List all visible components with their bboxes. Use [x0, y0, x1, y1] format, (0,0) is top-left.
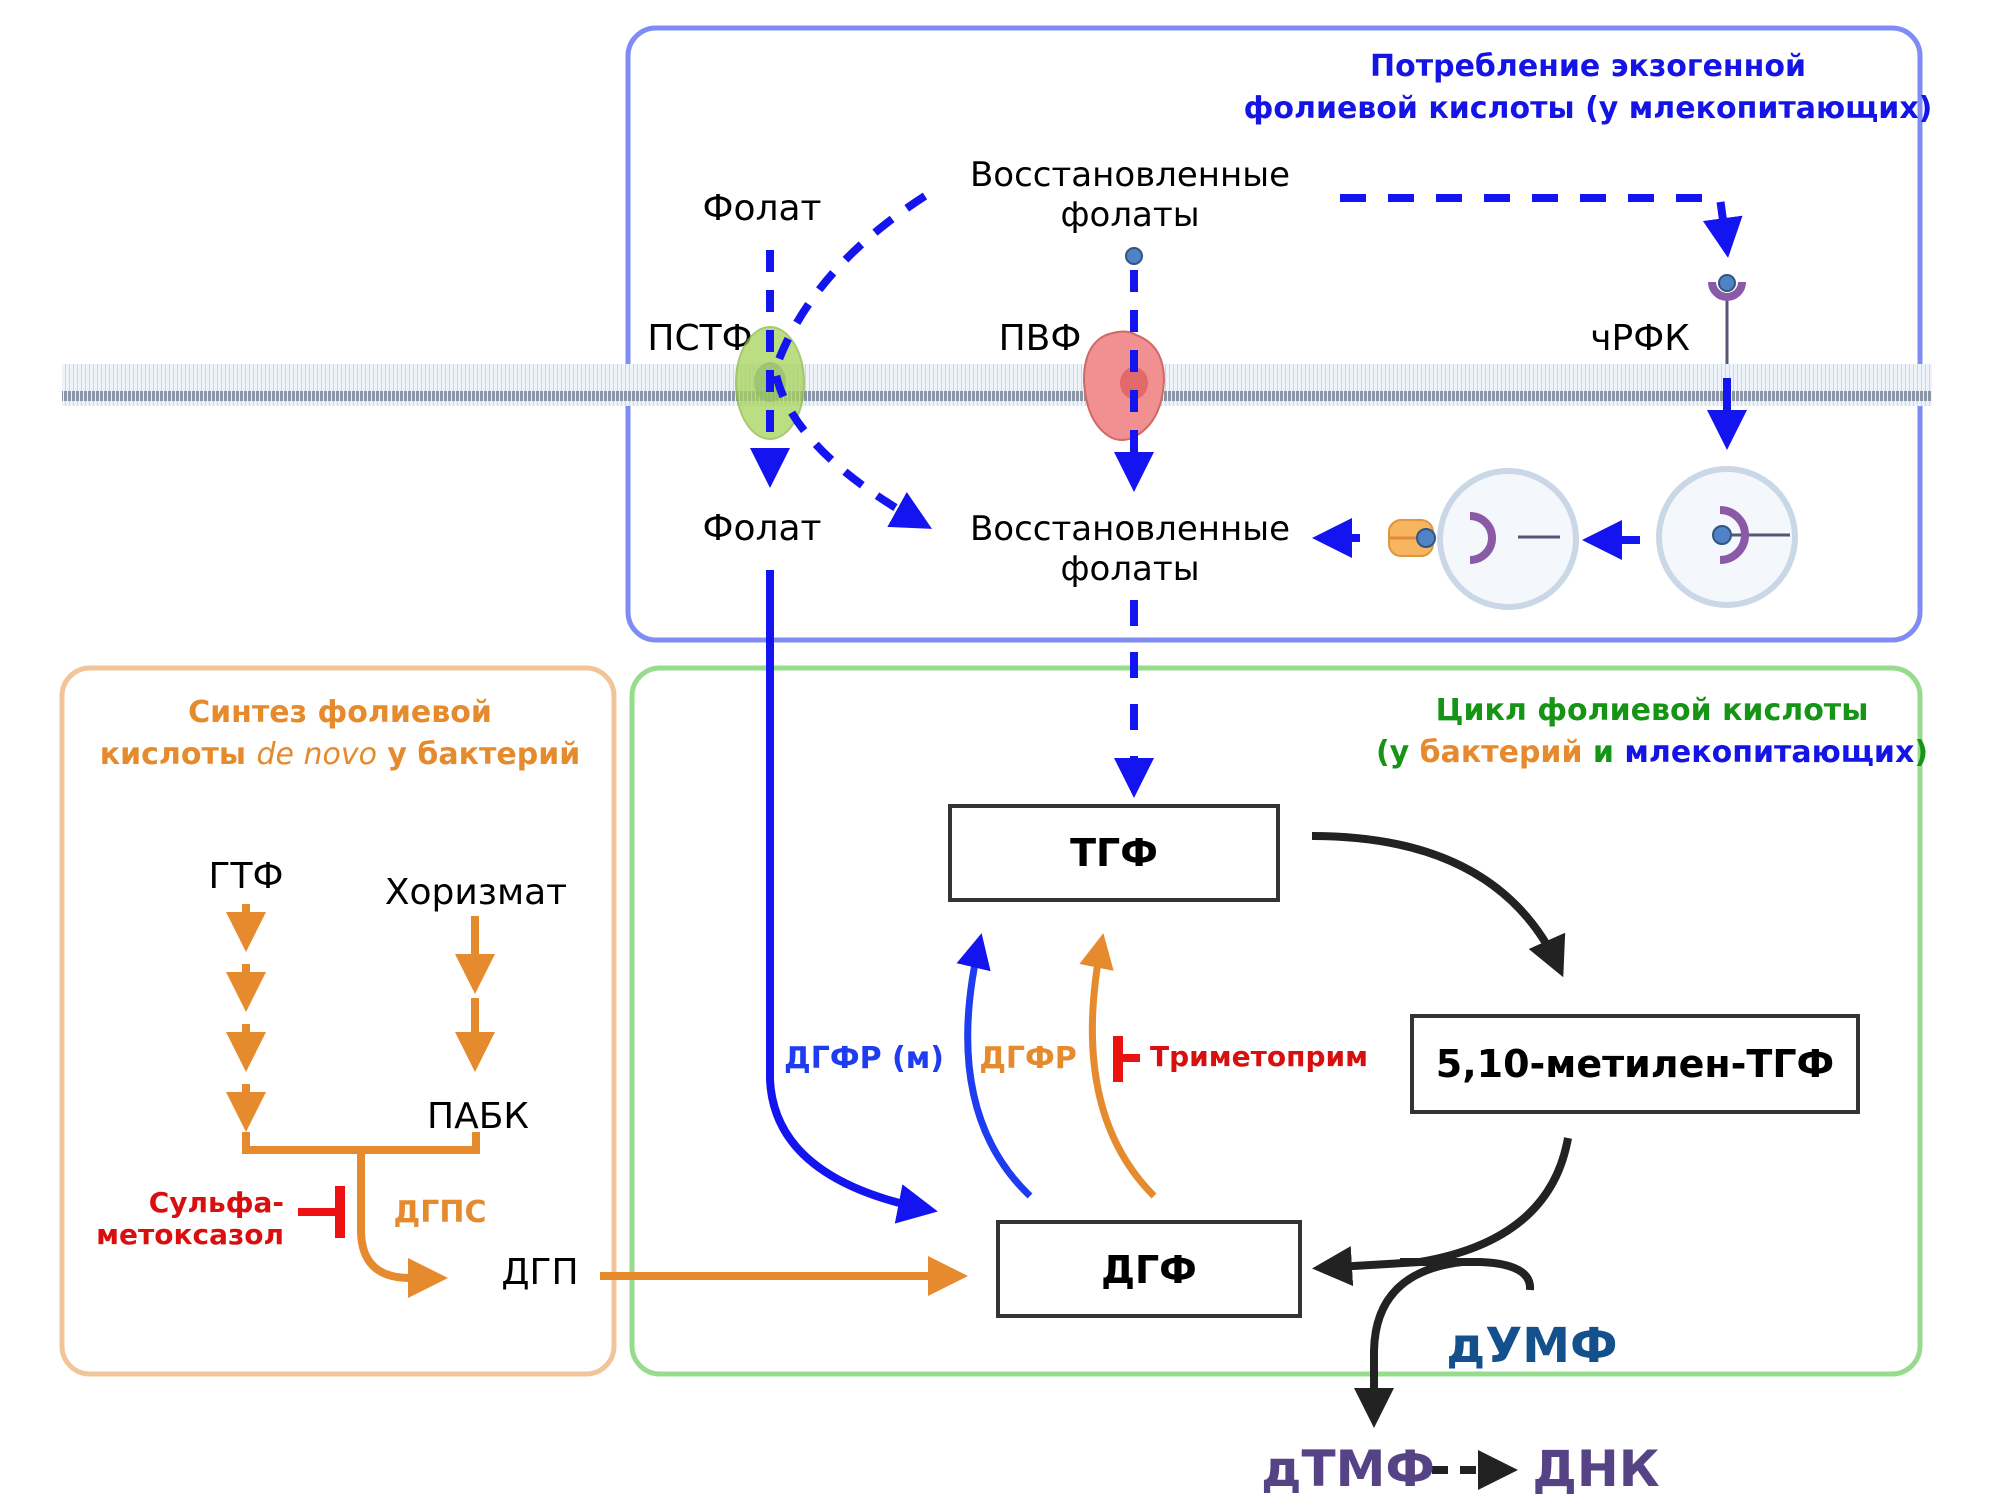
- reduced-folate-pctf-arrow: [770, 192, 932, 529]
- synthesis-arrows: [226, 904, 968, 1298]
- cycle-title-open: (у: [1376, 735, 1420, 770]
- uptake-panel: [625, 25, 1923, 643]
- dhfr-bacterial-arrow: [1079, 933, 1157, 1199]
- pctf-label: ПСТФ: [647, 318, 752, 359]
- synthesis-title-post: у бактерий: [377, 737, 580, 772]
- reduced-folate-receptor-arrow: [1340, 194, 1743, 258]
- sulfamethoxazole-inhibition-icon: [298, 1186, 345, 1238]
- rfc-label: ПВФ: [999, 318, 1082, 359]
- rfc-transporter-icon: [1082, 330, 1166, 441]
- dhf-label: ДГФ: [1101, 1248, 1197, 1292]
- reduced-folates-intracellular-line2: фолаты: [1060, 549, 1199, 589]
- thf-label: ТГФ: [1070, 831, 1158, 875]
- dhfr-mammal-label: ДГФР (м): [784, 1041, 944, 1076]
- chorismate-label: Хоризмат: [385, 872, 567, 913]
- synthesis-title-line2: кислоты de novo у бактерий: [100, 737, 580, 772]
- endosome-with-bound-folate-icon: [1656, 466, 1798, 608]
- methylene-to-dhf-arrow: [1312, 1137, 1572, 1287]
- cycle-panel: [629, 665, 1923, 1377]
- folate-extracellular-label: Фолат: [702, 188, 821, 229]
- dhfr-mammal-arrow: [956, 933, 1033, 1199]
- endosome-release-icon: [1388, 468, 1579, 610]
- cycle-title-line1: Цикл фолиевой кислоты: [1436, 693, 1869, 728]
- methylene-thf-box: 5,10-метилен-ТГФ: [1410, 1014, 1860, 1114]
- trimethoprim-label: Триметоприм: [1150, 1040, 1368, 1073]
- dhfr-arrows: [956, 933, 1157, 1199]
- methylene-thf-label: 5,10-метилен-ТГФ: [1436, 1042, 1834, 1086]
- synthesis-title-pre: кислоты: [100, 737, 257, 772]
- synthesis-panel: [59, 665, 617, 1377]
- thf-to-methylene-arrow: [1311, 832, 1566, 978]
- dhp-label: ДГП: [501, 1252, 578, 1293]
- synthesis-title-line1: Синтез фолиевой: [188, 695, 492, 730]
- dump-input-curve: [1400, 1258, 1535, 1291]
- dhps-enzyme-label: ДГПС: [394, 1195, 487, 1230]
- dhps-reaction-arrow: [357, 1150, 448, 1298]
- cycle-title-bacteria: бактерий: [1420, 735, 1583, 770]
- uptake-title-line2: фолиевой кислоты (у млекопитающих): [1244, 91, 1933, 126]
- cycle-title-close: ): [1914, 735, 1928, 770]
- sulfamethoxazole-line2: метоксазол: [96, 1218, 284, 1251]
- trimethoprim-inhibition-icon: [1113, 1036, 1140, 1082]
- sulfamethoxazole-line1: Сульфа-: [149, 1186, 284, 1219]
- dhf-box: ДГФ: [996, 1220, 1302, 1318]
- cycle-title-line2: (у бактерий и млекопитающих): [1376, 735, 1928, 770]
- synthesis-title-italic: de novo: [256, 737, 377, 772]
- paba-label: ПАБК: [427, 1096, 529, 1137]
- reduced-folates-extracellular-line1: Восстановленные: [970, 155, 1290, 195]
- cycle-title-mammals: млекопитающих: [1624, 735, 1914, 770]
- dtmp-label: дТМФ: [1261, 1440, 1435, 1498]
- fra-label: чРФК: [1590, 318, 1690, 359]
- dump-label: дУМФ: [1446, 1318, 1617, 1374]
- dtmp-output-arrow: [1354, 1258, 1463, 1428]
- folate-receptor-icon: [1708, 274, 1746, 364]
- reduced-folate-molecule-icon: [1125, 247, 1143, 265]
- uptake-title-line1: Потребление экзогенной: [1370, 49, 1806, 84]
- reduced-folates-extracellular-line2: фолаты: [1060, 195, 1199, 235]
- cell-membrane: [62, 364, 1932, 406]
- cycle-title-and: и: [1582, 735, 1624, 770]
- cycle-black-arrows: [1311, 832, 1572, 1490]
- folate-to-dhf-arrow: [766, 570, 938, 1224]
- thf-box: ТГФ: [948, 804, 1280, 902]
- folate-intracellular-label: Фолат: [702, 508, 821, 549]
- gtp-label: ГТФ: [209, 856, 284, 897]
- reduced-folates-intracellular-line1: Восстановленные: [970, 509, 1290, 549]
- dhfr-bacterial-label: ДГФР: [979, 1041, 1077, 1076]
- uptake-arrows: [750, 192, 1747, 1224]
- dna-label: ДНК: [1532, 1440, 1659, 1498]
